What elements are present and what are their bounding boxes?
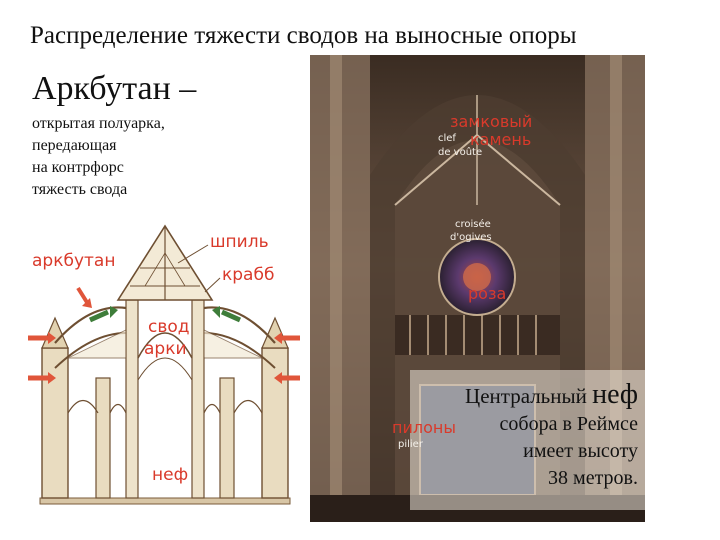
caption-line-3: имеет высоту — [523, 440, 638, 462]
definition-text: открытая полуарка, передающая на контрфо… — [32, 113, 292, 201]
label-dogives: d'ogives — [450, 232, 492, 243]
caption-line-1: Центральный неф — [390, 380, 638, 411]
label-roza: роза — [468, 284, 506, 303]
definition-line: открытая полуарка, — [32, 115, 165, 132]
definition-line: на контрфорс — [32, 159, 124, 176]
label-krabb: крабб — [222, 265, 274, 285]
definition-line: передающая — [32, 137, 117, 154]
label-pilier: pilier — [398, 439, 424, 450]
label-de-voute: de voûte — [438, 146, 482, 158]
heading-arkbutan: Аркбутан – — [32, 70, 197, 107]
definition-line: тяжесть свода — [32, 181, 128, 198]
slide-title: Распределение тяжести сводов на выносные… — [30, 22, 577, 49]
reims-cathedral-interior-photo: замковый clef камень de voûte croisée d'… — [310, 55, 645, 522]
label-nef: неф — [152, 465, 188, 485]
caption-line-4: 38 метров. — [548, 467, 638, 489]
label-zamkovy: замковый — [450, 112, 532, 131]
caption-prefix: Центральный — [465, 384, 587, 408]
caption-nef: неф — [592, 379, 638, 410]
label-croisee: croisée — [455, 218, 491, 230]
label-svod: свод — [148, 317, 190, 337]
cathedral-cross-section-diagram: аркбутан шпиль крабб свод арки неф — [20, 208, 308, 520]
label-clef: clef — [438, 133, 456, 144]
label-arki: арки — [144, 339, 187, 359]
label-shpil: шпиль — [210, 232, 269, 252]
label-pilony: пилоны — [392, 418, 456, 437]
label-arkbutan: аркбутан — [32, 251, 115, 271]
caption-line-2: собора в Реймсе — [499, 413, 638, 435]
photo-caption: Центральный неф собора в Реймсе имеет вы… — [390, 380, 638, 492]
label-kamen: камень — [470, 130, 531, 149]
